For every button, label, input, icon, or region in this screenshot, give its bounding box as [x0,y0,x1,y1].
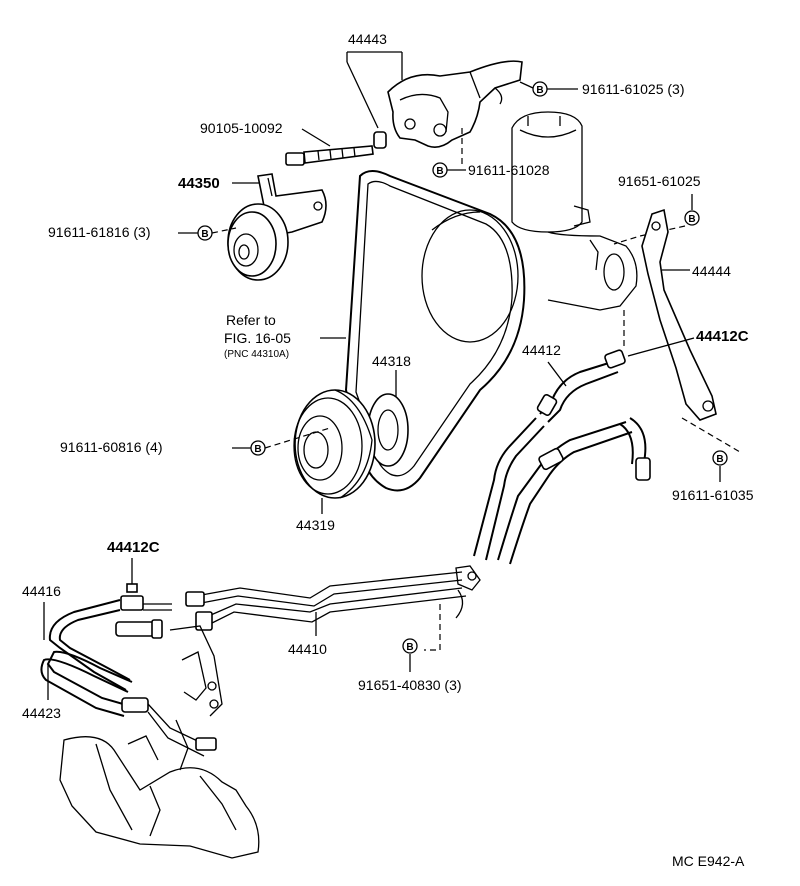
refer-to-text: Refer to [226,312,276,328]
bolt-callout-icon: B [250,440,266,456]
label-91611-60816: 91611-60816 (4) [60,439,162,455]
support-bracket-44444 [641,208,717,421]
idler-pulley [227,173,327,281]
label-44319: 44319 [296,517,335,533]
drive-belt [344,170,526,492]
bolt-callout-icon: B [684,210,700,226]
figure-reference: FIG. 16-05 [224,330,291,346]
pump-bracket [373,60,523,149]
svg-text:B: B [536,85,543,96]
bolt-callout-icon: B [402,638,418,654]
label-91611-61028: 91611-61028 [468,162,550,178]
svg-text:B: B [688,214,695,225]
pressure-hose [473,349,651,565]
svg-text:B: B [406,642,413,653]
label-44412c-left: 44412C [107,539,160,556]
label-44416: 44416 [22,583,61,599]
bolt-callout-icon: B [712,450,728,466]
label-44412: 44412 [522,342,561,358]
label-91651-40830: 91651-40830 (3) [358,677,462,693]
pump-and-reservoir [421,111,638,343]
bolt-callout-icon: B [532,81,548,97]
bolt-callout-icon: B [197,225,213,241]
svg-text:B: B [436,166,443,177]
svg-text:B: B [201,229,208,240]
label-44318: 44318 [372,353,411,369]
label-44350: 44350 [178,175,220,192]
label-44444: 44444 [692,263,731,279]
pnc-reference: (PNC 44310A) [224,349,289,360]
crankshaft-pulley [293,389,409,499]
long-bolt [285,145,374,166]
label-91611-61035: 91611-61035 [672,487,754,503]
steering-gear-box [59,719,260,859]
bolt-callout-icon: B [432,162,448,178]
svg-text:B: B [254,444,261,455]
svg-text:B: B [716,454,723,465]
label-91611-61816: 91611-61816 (3) [48,224,150,240]
label-44423: 44423 [22,705,61,721]
label-90105-10092: 90105-10092 [200,120,283,136]
figure-code: MC E942-A [672,853,745,869]
label-91651-61025: 91651-61025 [618,173,701,189]
left-hoses [40,583,223,757]
label-44410: 44410 [288,641,327,657]
steel-pressure-lines [185,565,481,631]
label-44412c-right: 44412C [696,328,749,345]
label-44443: 44443 [348,31,387,47]
label-91611-61025: 91611-61025 (3) [582,81,684,97]
